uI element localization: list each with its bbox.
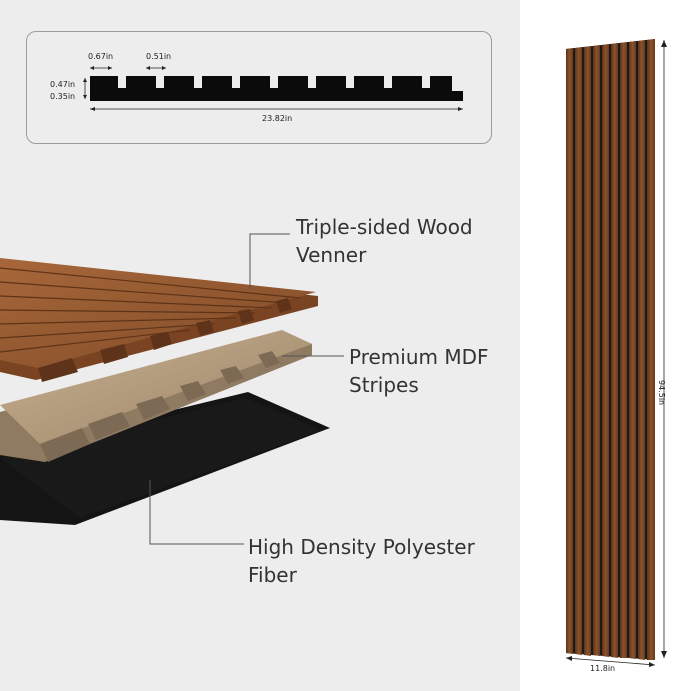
total-height-label: 0.47in <box>50 80 76 89</box>
mdf-stripes <box>0 330 312 462</box>
veneer-label: Triple-sided Wood Venner <box>296 215 473 267</box>
total-width-label: 23.82in <box>262 114 293 123</box>
mdf-label: Premium MDF Stripes <box>349 345 489 397</box>
felt-label: High Density Polyester Fiber <box>248 535 475 587</box>
base-height-label: 0.35in <box>50 92 76 101</box>
slat-width-label: 0.67in <box>88 52 114 61</box>
veneer-leader-line <box>249 233 290 290</box>
profile-diagram-frame <box>26 31 492 144</box>
panel-slats <box>566 39 655 660</box>
wood-veneer <box>0 258 318 382</box>
panel-width-label: 11.8in <box>590 664 616 673</box>
gap-width-label: 0.51in <box>146 52 172 61</box>
panel-height-label: 94.5in <box>657 380 666 406</box>
felt-leader-line <box>149 480 244 545</box>
